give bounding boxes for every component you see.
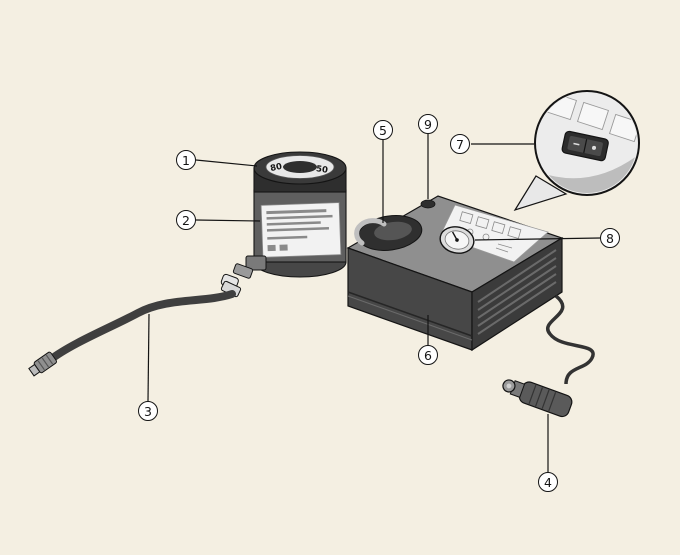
inflation-hose-handle [354,218,387,246]
callout-5: 5 [373,120,393,140]
pressure-gauge [439,226,475,254]
callout-3: 3 [138,401,158,421]
case-seam-highlight [347,295,473,341]
callout-7: 7 [450,134,470,154]
callout-8: 8 [600,228,620,248]
leader-line-8 [474,237,601,241]
leader-line-1 [195,159,258,167]
canister-gauge: 80 50 [265,155,335,179]
callout-8-label: 8 [606,230,614,246]
callout-6: 6 [418,345,438,365]
callout-4-label: 4 [544,474,552,490]
leader-lines [147,134,601,472]
leader-line-2 [195,219,261,222]
hose-tube [46,290,236,364]
callout-7-label: 7 [456,136,464,152]
compressor-unit [346,195,564,352]
leader-line-3 [147,313,150,402]
callout-4: 4 [538,472,558,492]
callout-6-label: 6 [424,347,432,363]
hose-end-fitting [28,351,57,377]
case-seam [347,291,473,337]
callout-2-label: 2 [182,212,190,228]
hose-compartment [354,215,423,251]
sealant-label [260,202,342,258]
vent-ridges [477,249,557,335]
power-plug [502,379,573,418]
callout-1: 1 [176,150,196,170]
callout-1-label: 1 [182,152,190,168]
top-recess [420,199,436,209]
filling-hose [28,280,242,377]
magnifier-inset [513,90,640,212]
canister-gauge-right-number: 50 [315,164,328,176]
magnifier-pointer [513,175,568,212]
power-cord [546,294,595,385]
callout-9: 9 [418,114,438,134]
callout-9-label: 9 [424,116,432,132]
power-switch [561,130,609,162]
callout-2: 2 [176,210,196,230]
canister-gauge-left-number: 80 [269,162,283,174]
callout-3-label: 3 [144,403,152,419]
sealant-canister: 80 50 [220,151,347,290]
callout-5-label: 5 [379,122,387,138]
